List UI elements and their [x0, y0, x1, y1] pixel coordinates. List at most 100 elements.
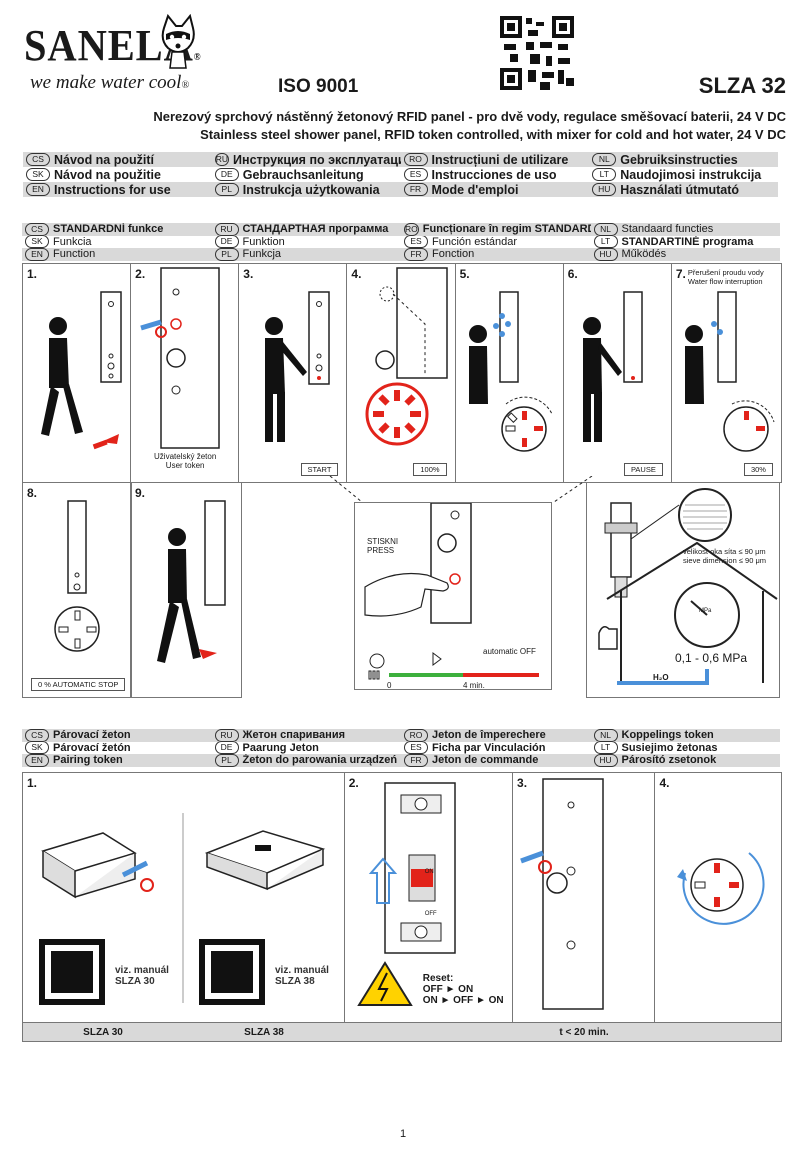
step-4-panel: 4. 100%: [347, 264, 456, 482]
auto-stop-caption: 0 % AUTOMATIC STOP: [31, 678, 126, 691]
language-label: Ficha par Vinculación: [432, 741, 546, 754]
language-cell: RO Jeton de împerechere: [401, 729, 591, 742]
language-code-badge: EN: [25, 248, 49, 261]
product-title: Nerezový sprchový nástěnný žetonový RFID…: [153, 109, 786, 142]
language-code-badge: LT: [592, 168, 617, 181]
language-label: Koppelings token: [621, 729, 714, 742]
language-code-badge: LT: [593, 235, 618, 248]
pause-caption: PAUSE: [623, 463, 663, 476]
language-label: Mode d'emploi: [431, 182, 519, 197]
circuit-breaker-icon: [356, 782, 456, 1006]
step-6-panel: 6. PAUSE: [564, 264, 672, 482]
person-leaving-icon: [157, 500, 226, 663]
step-number: 2.: [348, 776, 359, 790]
raccoon-logo-icon: [161, 14, 195, 69]
language-code-badge: RO: [404, 729, 428, 742]
language-label: Párovací žetón: [53, 741, 131, 754]
indicator-full-icon: [365, 267, 449, 446]
language-code-badge: CS: [25, 223, 49, 236]
auto-off-label: automatic OFF: [483, 647, 536, 656]
language-label: Standaard functies: [621, 223, 714, 236]
language-code-badge: NL: [593, 223, 618, 236]
language-code-badge: NL: [593, 729, 618, 742]
pairing-footer: SLZA 30 SLZA 38 t < 20 min.: [22, 1022, 782, 1042]
language-code-badge: RO: [404, 223, 419, 236]
language-label: Gebrauchsanleitung: [242, 167, 364, 182]
language-label: Návod na použitie: [54, 167, 161, 182]
full-caption: 100%: [413, 463, 447, 476]
language-code-badge: HU: [593, 754, 618, 767]
language-label: Instrucțiuni de utilizare: [431, 152, 569, 167]
language-code-badge: SK: [25, 741, 49, 754]
press-label: STISKNI PRESS: [367, 537, 399, 555]
language-code-badge: DE: [214, 168, 239, 181]
language-label: Function: [53, 248, 96, 261]
language-label: Función estándar: [432, 235, 517, 248]
language-label: Párosító zsetonok: [621, 754, 717, 767]
step-number: 4.: [659, 776, 670, 790]
qr-code-icon: [500, 16, 574, 90]
step-number: 2.: [135, 267, 146, 281]
dashed-connector: [329, 476, 593, 503]
step-number: 3.: [243, 267, 254, 281]
language-label: Instrucciones de uso: [431, 167, 557, 182]
language-code-badge: HU: [592, 183, 617, 196]
language-label: Funcționare în regim STANDARD: [422, 223, 591, 236]
language-code-badge: RO: [403, 153, 428, 166]
water-flow-note: Přerušení proudu vody Water flow interru…: [687, 268, 764, 286]
gauge-unit: MPa: [699, 608, 712, 614]
language-label: Funktion: [242, 235, 285, 248]
timeline-start: 0: [387, 681, 392, 690]
model-name: SLZA 32: [698, 73, 786, 98]
language-code-badge: PL: [214, 754, 239, 767]
step-3-panel: 3. START: [239, 264, 348, 482]
language-code-badge: PL: [214, 248, 239, 261]
language-label: Funkcia: [53, 235, 92, 248]
partial-caption: 30%: [743, 463, 773, 476]
language-label: STANDARTINĖ programa: [621, 235, 754, 248]
pairing-step-4-panel: 4.: [655, 773, 781, 1023]
indicator-cycle-icon: [677, 852, 765, 925]
page-number: 1: [400, 1128, 407, 1140]
step-8-panel: 8. 0 % AUTOMATIC STOP: [22, 482, 132, 698]
language-label: Návod na použití: [54, 152, 154, 167]
step-7-panel: 7. Přerušení proudu vody Water flow inte…: [672, 264, 781, 482]
token-reader-icon: [39, 813, 326, 1005]
steps-row-top: 1. 2. Uživatelský žeton User token: [22, 263, 782, 483]
language-label: Fonction: [432, 248, 475, 261]
step-9-panel: 9.: [130, 482, 242, 698]
user-token-caption: Uživatelský žeton User token: [154, 452, 217, 470]
person-shower-icon: [468, 291, 553, 452]
language-label: Jeton de împerechere: [432, 729, 546, 742]
language-code-badge: ES: [404, 741, 428, 754]
step-number: 8.: [27, 486, 38, 500]
language-code-badge: PL: [214, 183, 239, 196]
language-label: Instructions for use: [54, 182, 171, 197]
language-cell: ES Ficha par Vinculación: [401, 741, 591, 754]
step-number: 1.: [27, 267, 38, 281]
language-label: Párovací žeton: [53, 729, 131, 742]
language-label: Żeton do parowania urządzeń: [242, 754, 398, 767]
language-code-badge: FR: [404, 754, 428, 767]
step-number: 7.: [675, 267, 686, 281]
language-label: Működés: [621, 248, 667, 261]
language-label: Инструкция по эксплуатации: [233, 152, 401, 167]
